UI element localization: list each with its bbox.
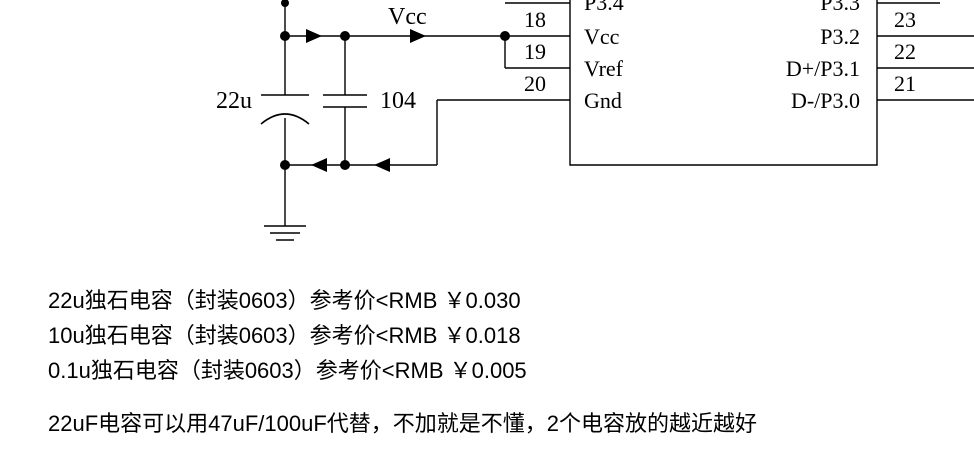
pin-number-20: 20	[524, 71, 546, 96]
junction-dots	[280, 0, 510, 170]
pin-name-p31: D+/P3.1	[786, 56, 860, 81]
signal-arrows	[306, 29, 426, 172]
pin-number-23: 23	[894, 7, 916, 32]
capacitor-notes: 22u独石电容（封装0603）参考价<RMB ￥0.030 10u独石电容（封装…	[48, 283, 757, 441]
pin-name-p32: P3.2	[820, 24, 860, 49]
pin-name-vcc: Vcc	[584, 24, 620, 49]
note-tip: 22uF电容可以用47uF/100uF代替，不加就是不懂，2个电容放的越近越好	[48, 411, 758, 436]
note-line-22u: 22u独石电容（封装0603）参考价<RMB ￥0.030	[48, 288, 521, 313]
note-line-0-1u: 0.1u独石电容（封装0603）参考价<RMB ￥0.005	[48, 358, 527, 383]
spacer	[48, 388, 757, 406]
pin-name-p34: P3.4	[584, 0, 624, 15]
vcc-net-label: Vcc	[388, 4, 427, 30]
pin-name-vref: Vref	[584, 56, 624, 81]
pin-number-18: 18	[524, 7, 546, 32]
pin-number-19: 19	[524, 39, 546, 64]
pin-name-gnd: Gnd	[584, 88, 622, 113]
cap-22u-label: 22u	[216, 88, 252, 114]
capacitor-22u-symbol	[260, 94, 310, 125]
circuit-schematic: Vcc 22u 104 18 19 20 P3.4 Vcc Vref Gnd P…	[216, 0, 974, 241]
pin-name-p30: D-/P3.0	[791, 88, 860, 113]
capacitor-104-symbol	[323, 94, 367, 108]
cap-104-label: 104	[380, 88, 416, 114]
pin-number-22: 22	[894, 39, 916, 64]
pin-name-p33: P3.3	[820, 0, 860, 15]
pin-number-21: 21	[894, 71, 916, 96]
note-line-10u: 10u独石电容（封装0603）参考价<RMB ￥0.018	[48, 323, 521, 348]
